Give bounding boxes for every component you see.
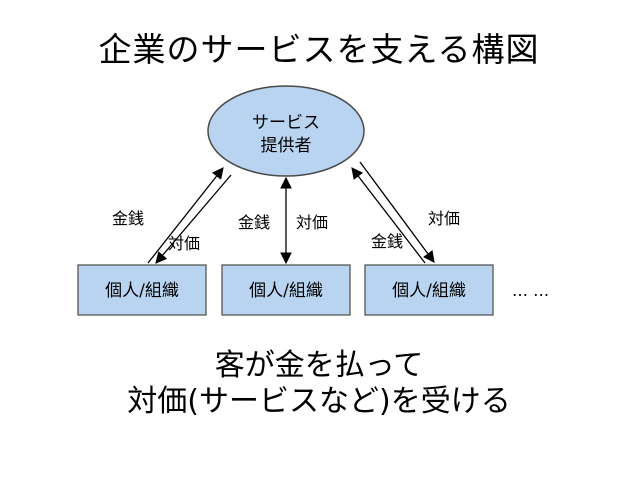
right-price-label: 対価 [428, 209, 460, 228]
right-money-arrow [351, 167, 426, 264]
left-money-label: 金銭 [112, 209, 144, 228]
caption: 客が金を払って 対価(サービスなど)を受ける [0, 348, 638, 420]
customer-node-1-label: 個人/組織 [105, 281, 179, 301]
provider-label-line2: 提供者 [261, 136, 312, 156]
center-money-label: 金銭 [238, 213, 270, 232]
left-price-label: 対価 [168, 234, 200, 253]
left-money-arrow [147, 167, 224, 264]
center-price-label: 対価 [296, 213, 328, 232]
caption-line-1: 客が金を払って [214, 348, 424, 383]
customer-node-3 [364, 264, 494, 316]
customer-node-3-label: 個人/組織 [392, 281, 466, 301]
customer-node-2-label: 個人/組織 [249, 281, 323, 301]
customer-node-1 [77, 264, 207, 316]
right-money-label: 金銭 [371, 232, 403, 251]
customer-node-2 [221, 264, 351, 316]
provider-label-line1: サービス [252, 113, 320, 133]
ellipsis-text: … … [512, 281, 549, 300]
provider-node [207, 85, 365, 177]
left-price-arrow [155, 174, 232, 264]
slide-title: 企業のサービスを支える構図 [98, 30, 540, 69]
caption-line-2: 対価(サービスなど)を受ける [127, 384, 511, 419]
right-price-arrow [359, 161, 435, 263]
